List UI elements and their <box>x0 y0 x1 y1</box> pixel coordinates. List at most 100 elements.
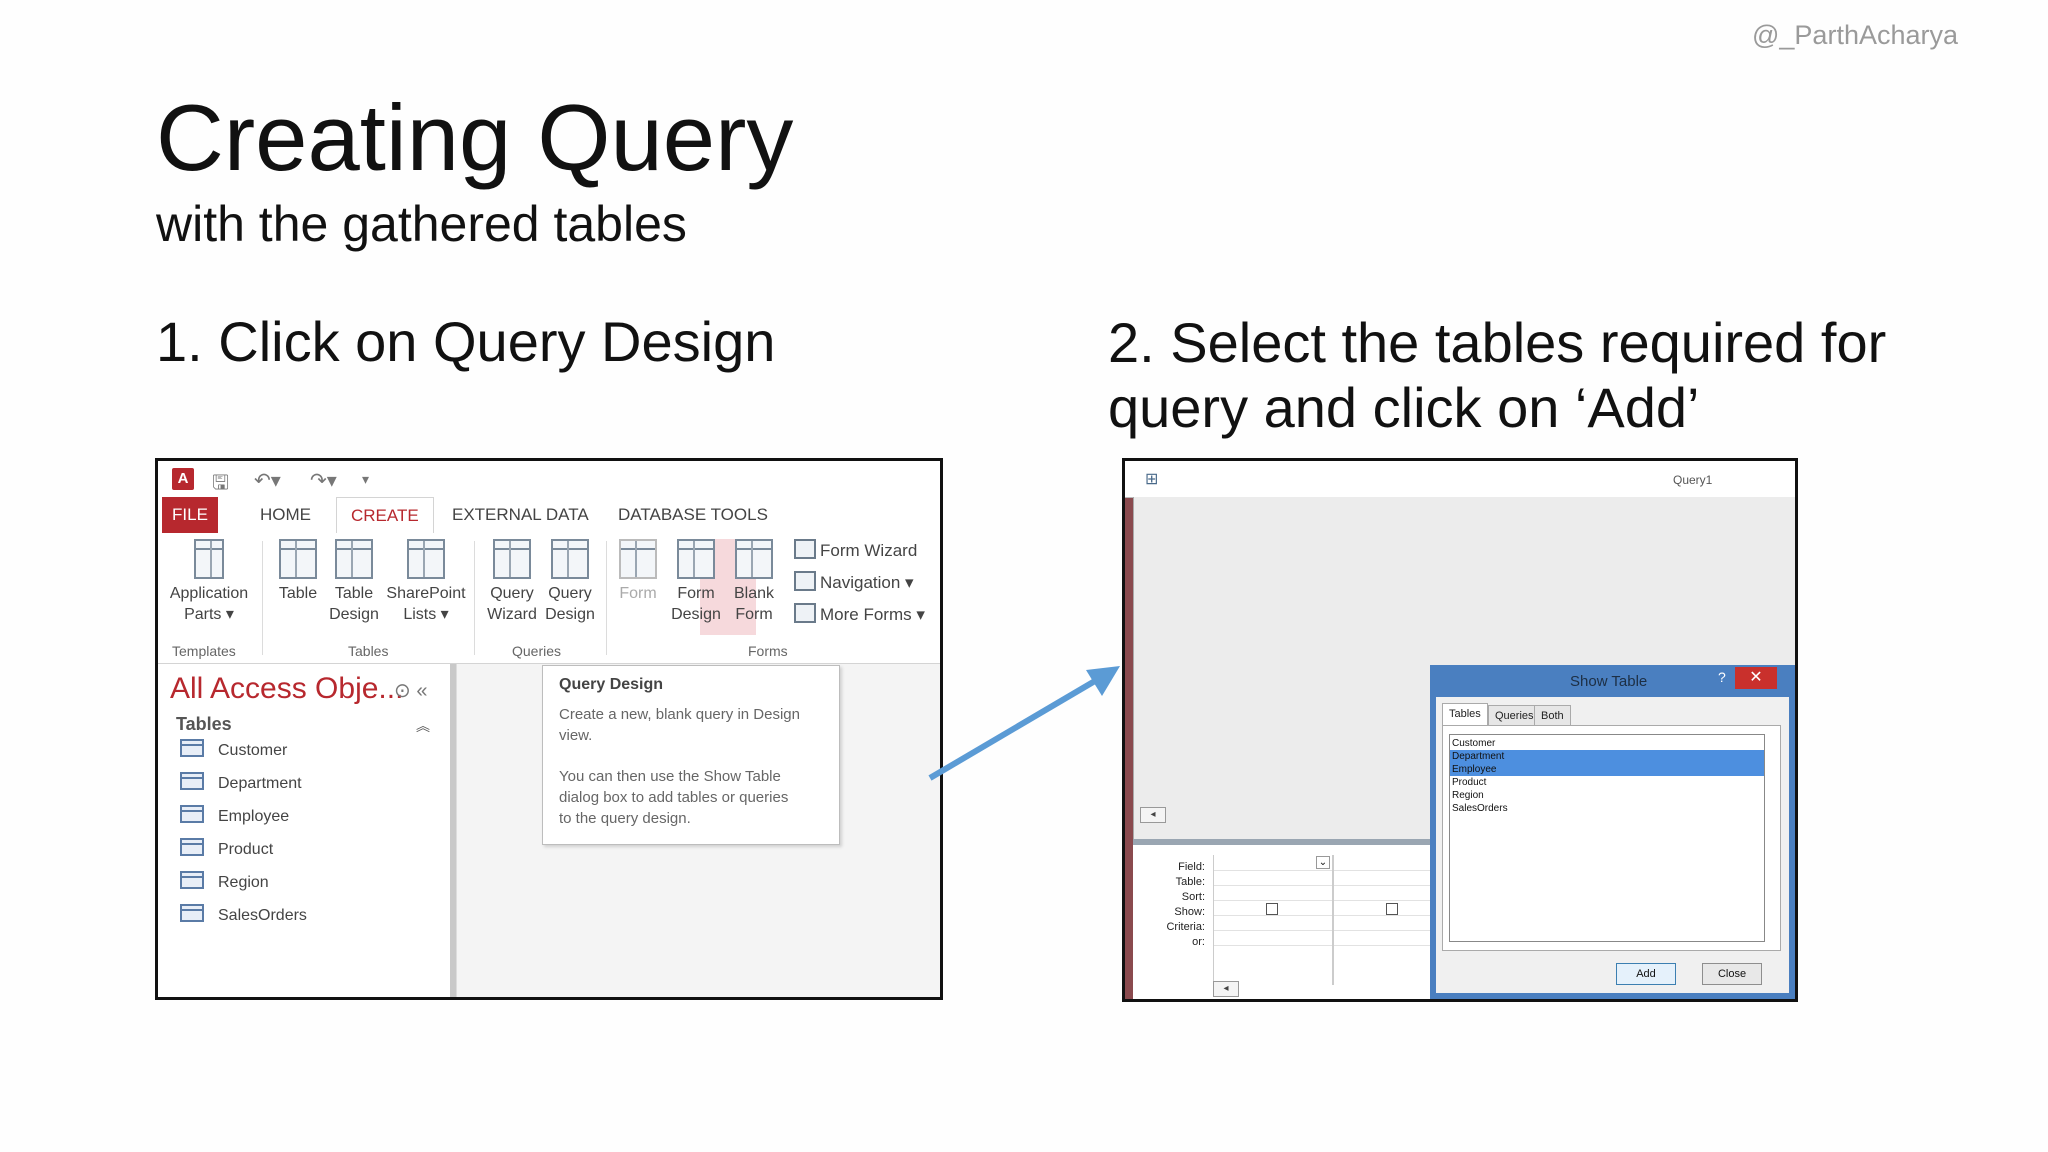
list-item-product[interactable]: Product <box>1452 777 1487 788</box>
query-design-button[interactable]: Query Design <box>542 539 598 625</box>
list-item-region[interactable]: Region <box>1452 790 1484 801</box>
tab-create[interactable]: CREATE <box>336 497 434 534</box>
nav-pane-menu-icon[interactable]: ⊙ « <box>394 680 428 702</box>
form-design-icon <box>677 539 715 579</box>
table-icon <box>180 904 204 922</box>
form-wizard-button[interactable]: Form Wizard <box>794 539 917 562</box>
dialog-title: Show Table <box>1570 673 1648 690</box>
customize-toolbar-icon[interactable]: ▾ <box>362 471 370 487</box>
tab-both[interactable]: Both <box>1534 705 1571 727</box>
tables-panel: Customer Department Employee Product Reg… <box>1442 725 1781 951</box>
watermark: @_ParthAcharya <box>1752 20 1959 50</box>
collapse-section-icon[interactable]: ︽ <box>416 718 430 734</box>
help-icon[interactable]: ? <box>1718 669 1726 685</box>
table-design-icon <box>335 539 373 579</box>
grid-label-field: Field: <box>1178 861 1205 873</box>
form-label: Form <box>619 585 657 602</box>
dialog-body: Tables Queries Both Customer Department … <box>1436 697 1789 993</box>
add-button[interactable]: Add <box>1616 963 1676 985</box>
application-parts-button[interactable]: Application Parts ▾ <box>164 539 254 625</box>
list-item-employee[interactable]: Employee <box>1450 763 1764 776</box>
grid-row-line <box>1334 945 1452 946</box>
ribbon-tabs: FILE HOME CREATE EXTERNAL DATA DATABASE … <box>158 497 940 534</box>
nav-table-department[interactable]: Department <box>180 772 302 796</box>
nav-table-employee[interactable]: Employee <box>180 805 289 829</box>
grid-row-line <box>1334 900 1452 901</box>
list-item-salesorders[interactable]: SalesOrders <box>1452 803 1508 814</box>
field-dropdown-icon[interactable]: ⌄ <box>1316 856 1330 869</box>
nav-section-tables[interactable]: Tables <box>176 714 232 734</box>
nav-table-label: Product <box>218 841 274 858</box>
tab-database-tools[interactable]: DATABASE TOOLS <box>618 505 768 524</box>
grid-label-criteria: Criteria: <box>1166 921 1205 933</box>
group-separator <box>474 541 475 655</box>
show-checkbox[interactable] <box>1386 903 1398 915</box>
tooltip-line: view. <box>559 727 593 744</box>
close-icon[interactable]: ✕ <box>1735 667 1777 689</box>
grid-scroll-left-icon[interactable]: ◂ <box>1213 981 1239 997</box>
more-forms-button[interactable]: More Forms ▾ <box>794 603 925 626</box>
nav-pane-title[interactable]: All Access Obje... <box>170 672 404 705</box>
tables-listbox[interactable]: Customer Department Employee Product Reg… <box>1449 734 1765 942</box>
table-design-label-2: Design <box>329 606 379 623</box>
group-label-queries: Queries <box>512 643 562 659</box>
table-button[interactable]: Table <box>270 539 326 604</box>
redo-icon[interactable]: ↷▾ <box>310 470 337 492</box>
tab-queries[interactable]: Queries <box>1488 705 1541 727</box>
nav-table-region[interactable]: Region <box>180 871 269 895</box>
quick-access-toolbar: A 🖫 ↶▾ ↷▾ ▾ <box>158 461 940 497</box>
step-2-text: 2. Select the tables required for query … <box>1108 311 1887 439</box>
form-wizard-label: Form Wizard <box>820 541 918 560</box>
navigation-button[interactable]: Navigation ▾ <box>794 571 914 594</box>
group-separator <box>606 541 607 655</box>
query-icon: ⊞ <box>1145 471 1159 488</box>
navigation-icon <box>794 571 816 591</box>
close-button[interactable]: Close <box>1702 963 1762 985</box>
tooltip-line: dialog box to add tables or queries <box>559 789 789 806</box>
query-wizard-icon <box>493 539 531 579</box>
step-1-text: 1. Click on Query Design <box>156 310 776 373</box>
nav-table-label: Customer <box>218 742 288 759</box>
grid-row-line <box>1214 915 1332 916</box>
grid-row-line <box>1214 945 1332 946</box>
blank-form-icon <box>735 539 773 579</box>
nav-table-salesorders[interactable]: SalesOrders <box>180 904 307 928</box>
blank-form-button[interactable]: Blank Form <box>726 539 782 625</box>
grid-row-line <box>1334 885 1452 886</box>
list-item-customer[interactable]: Customer <box>1452 738 1496 749</box>
query-wizard-button[interactable]: Query Wizard <box>482 539 542 625</box>
tab-home[interactable]: HOME <box>260 505 311 524</box>
list-item-department[interactable]: Department <box>1450 750 1764 763</box>
application-parts-icon <box>194 539 224 579</box>
show-table-dialog: Show Table ? ✕ Tables Queries Both Custo… <box>1430 665 1795 999</box>
table-icon <box>180 871 204 889</box>
grid-column[interactable]: ⌄ <box>1213 855 1333 985</box>
sharepoint-lists-button[interactable]: SharePoint Lists ▾ <box>384 539 468 625</box>
show-checkbox[interactable] <box>1266 903 1278 915</box>
tab-external-data[interactable]: EXTERNAL DATA <box>452 505 589 524</box>
window-edge <box>1125 461 1133 999</box>
form-wizard-icon <box>794 539 816 559</box>
sharepoint-label-2: Lists ▾ <box>403 606 449 623</box>
group-label-tables: Tables <box>348 643 389 659</box>
form-design-button[interactable]: Form Design <box>668 539 724 625</box>
nav-table-product[interactable]: Product <box>180 838 273 862</box>
table-icon <box>180 838 204 856</box>
nav-table-customer[interactable]: Customer <box>180 739 287 763</box>
group-separator <box>262 541 263 655</box>
save-icon[interactable]: 🖫 <box>212 472 230 494</box>
grid-row-line <box>1334 870 1452 871</box>
tooltip-line: to the query design. <box>559 810 691 827</box>
tab-file[interactable]: FILE <box>162 497 218 533</box>
form-button[interactable]: Form <box>610 539 666 604</box>
nav-table-label: Region <box>218 874 269 891</box>
scroll-left-icon[interactable]: ◂ <box>1140 807 1166 823</box>
undo-icon[interactable]: ↶▾ <box>254 470 281 492</box>
access-logo-icon: A <box>172 468 194 490</box>
query-design-icon <box>551 539 589 579</box>
table-icon <box>279 539 317 579</box>
table-design-button[interactable]: Table Design <box>326 539 382 625</box>
arrow-head <box>1086 666 1120 696</box>
table-icon <box>180 739 204 757</box>
tab-tables[interactable]: Tables <box>1442 703 1488 728</box>
